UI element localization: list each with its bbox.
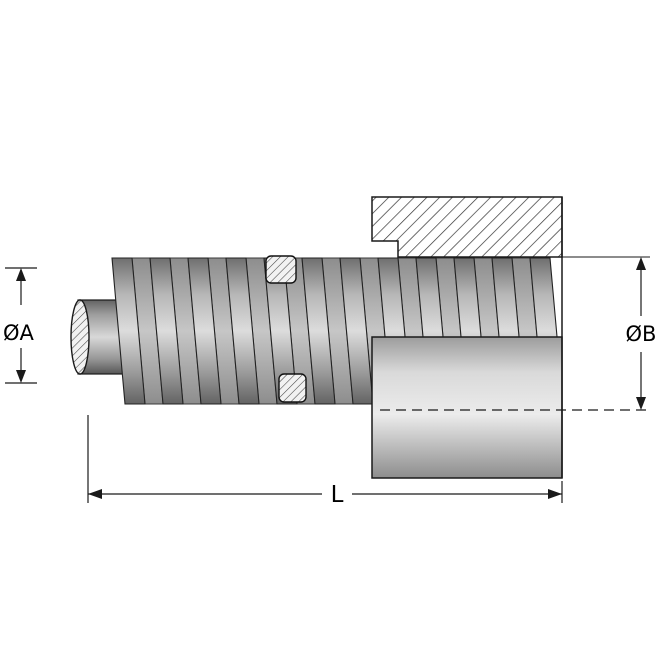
- dim-b-label: ØB: [626, 322, 657, 346]
- spring-coil-front: [301, 257, 336, 405]
- compression-spring: [111, 257, 562, 405]
- wire-section-bottom: [278, 373, 307, 403]
- housing-body: [371, 336, 563, 479]
- dim-b-arrowhead-up: [636, 257, 646, 270]
- spring-coil-front: [149, 257, 184, 405]
- dim-l-label: L: [331, 482, 344, 508]
- spring-coil-front: [225, 257, 260, 405]
- wire-section-top: [265, 255, 297, 284]
- dim-l-arrowhead-right: [548, 489, 562, 499]
- spring-coil-front: [187, 257, 222, 405]
- guide-rod-end-section-hatch: [70, 299, 90, 375]
- spring-coil-front: [339, 257, 374, 405]
- spring-coil-front: [111, 257, 146, 405]
- housing-section-hatch: [371, 196, 563, 258]
- dim-l-arrowhead-left: [88, 489, 102, 499]
- dim-b-arrowhead-down: [636, 397, 646, 410]
- dim-a-arrowhead-up: [16, 268, 26, 281]
- dim-a-arrowhead-down: [16, 370, 26, 383]
- dim-a-label: ØA: [3, 321, 35, 345]
